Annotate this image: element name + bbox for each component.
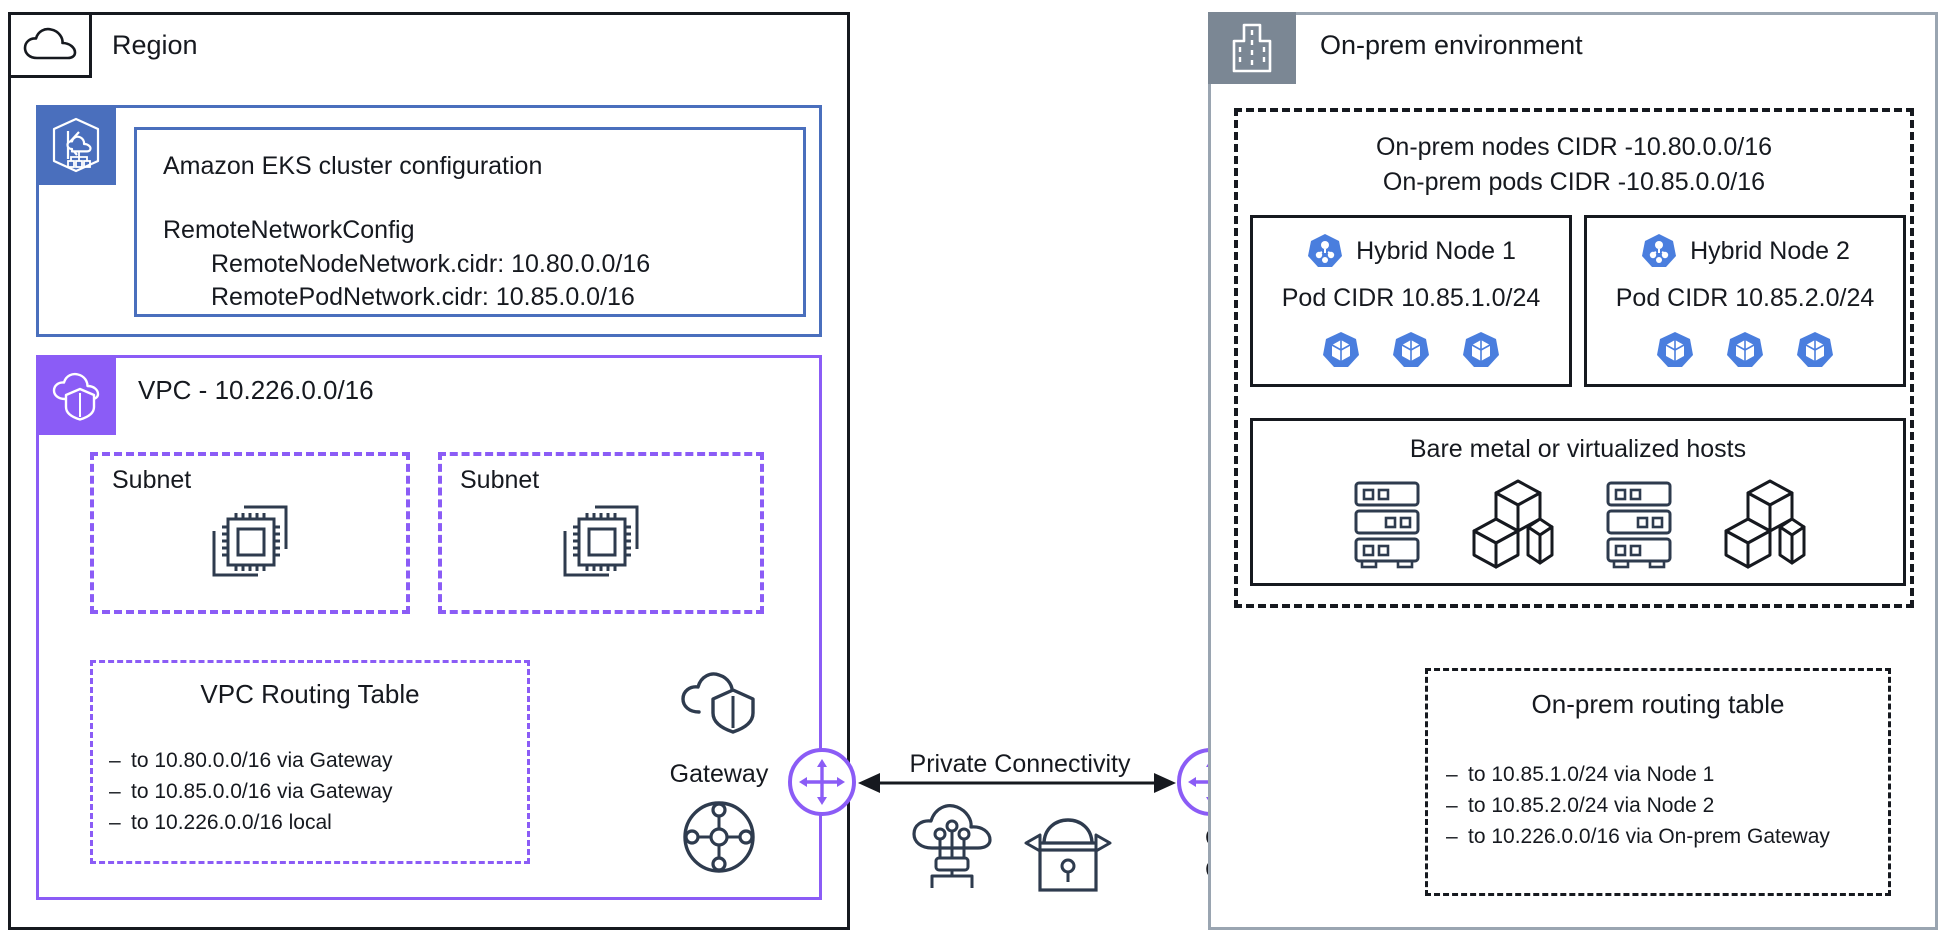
table-row: –to 10.80.0.0/16 via Gateway xyxy=(109,745,393,776)
pod-icon xyxy=(1727,332,1763,367)
subnet-1: Subnet xyxy=(90,452,410,614)
onprem-cidr-text: On-prem nodes CIDR -10.80.0.0/16 On-prem… xyxy=(1234,130,1914,200)
ec2-glyph xyxy=(212,505,288,577)
private-connectivity-label: Private Connectivity xyxy=(909,750,1131,778)
vpc-title: VPC - 10.226.0.0/16 xyxy=(138,375,374,405)
amazon-eks-icon xyxy=(36,105,116,185)
bullet-dash: – xyxy=(1446,794,1458,817)
vpc-cloud-shield-icon xyxy=(36,355,116,435)
bullet-dash: – xyxy=(109,749,121,772)
onprem-routing-table-title: On-prem routing table xyxy=(1531,689,1785,719)
building-glyph xyxy=(1232,23,1272,73)
subnet-2: Subnet xyxy=(438,452,764,614)
remote-node-network-value: RemoteNodeNetwork.cidr: 10.80.0.0/16 xyxy=(211,250,651,278)
cloud-glyph xyxy=(23,27,77,60)
bare-metal-hosts-container: Bare metal or virtualized hosts xyxy=(1250,418,1906,586)
hybrid-node-2-pods xyxy=(1587,330,1903,370)
route-text: to 10.226.0.0/16 via On-prem Gateway xyxy=(1468,825,1830,848)
vpc-glyph xyxy=(52,372,100,421)
eks-glyph xyxy=(52,117,100,173)
vpc-routing-table-rows: –to 10.80.0.0/16 via Gateway –to 10.85.0… xyxy=(109,745,393,838)
hybrid-node-1-pods xyxy=(1253,330,1569,370)
onprem-routing-table: On-prem routing table –to 10.85.1.0/24 v… xyxy=(1425,668,1891,896)
hybrid-node-2-pod-cidr: Pod CIDR 10.85.2.0/24 xyxy=(1615,284,1875,312)
server-rack-icon xyxy=(1354,481,1420,569)
hybrid-node-1: Hybrid Node 1 Pod CIDR 10.85.1.0/24 xyxy=(1250,215,1572,387)
table-row: –to 10.85.0.0/16 via Gateway xyxy=(109,776,393,807)
private-connectivity-arrow xyxy=(858,773,1176,793)
vpn-lock-icon xyxy=(1024,818,1112,892)
gateway-label: Gateway xyxy=(669,760,769,788)
pod-icon xyxy=(1463,332,1499,367)
cloud-region-icon xyxy=(8,12,92,78)
hybrid-node-2: Hybrid Node 2 Pod CIDR 10.85.2.0/24 xyxy=(1584,215,1906,387)
bullet-dash: – xyxy=(109,811,121,834)
vpc-routing-table: VPC Routing Table –to 10.80.0.0/16 via G… xyxy=(90,660,530,864)
cloud-shield-glyph xyxy=(681,672,755,734)
server-rack-icon xyxy=(1606,481,1672,569)
route-text: to 10.80.0.0/16 via Gateway xyxy=(131,749,393,772)
hybrid-node-2-header: Hybrid Node 2 xyxy=(1587,232,1903,270)
subnet-1-label: Subnet xyxy=(112,466,192,494)
onprem-title: On-prem environment xyxy=(1320,30,1583,60)
pod-icon xyxy=(1657,332,1693,367)
cubes-icon xyxy=(1724,479,1806,569)
pod-icon xyxy=(1393,332,1429,367)
ec2-glyph xyxy=(563,505,639,577)
route-text: to 10.85.0.0/16 via Gateway xyxy=(131,780,393,803)
kubernetes-node-icon xyxy=(1308,234,1343,267)
table-row: –to 10.226.0.0/16 local xyxy=(109,807,393,838)
bullet-dash: – xyxy=(109,780,121,803)
onprem-pods-cidr: On-prem pods CIDR -10.85.0.0/16 xyxy=(1382,168,1766,196)
remote-pod-network-value: RemotePodNetwork.cidr: 10.85.0.0/16 xyxy=(211,283,635,311)
table-row: –to 10.85.1.0/24 via Node 1 xyxy=(1446,759,1830,790)
ec2-instances-icon xyxy=(559,503,643,581)
four-way-arrows-icon xyxy=(799,759,845,805)
eks-config-title: Amazon EKS cluster configuration xyxy=(163,152,543,180)
hybrid-node-1-header: Hybrid Node 1 xyxy=(1253,232,1569,270)
hybrid-node-1-label: Hybrid Node 1 xyxy=(1356,236,1516,265)
connectivity-icons xyxy=(910,800,1140,892)
direct-connect-cloud-icon xyxy=(912,804,992,888)
hub-glyph xyxy=(683,801,755,873)
table-row: –to 10.226.0.0/16 via On-prem Gateway xyxy=(1446,821,1830,852)
aws-gateway-node[interactable] xyxy=(788,748,856,816)
bullet-dash: – xyxy=(1446,763,1458,786)
route-text: to 10.85.2.0/24 via Node 2 xyxy=(1468,794,1715,817)
onprem-routing-table-rows: –to 10.85.1.0/24 via Node 1 –to 10.85.2.… xyxy=(1446,759,1830,852)
remote-network-config-header: RemoteNetworkConfig xyxy=(163,216,415,244)
table-row: –to 10.85.2.0/24 via Node 2 xyxy=(1446,790,1830,821)
network-hub-icon xyxy=(682,800,756,874)
eks-config-panel: Amazon EKS cluster configuration RemoteN… xyxy=(134,127,806,317)
bare-metal-hosts-icons xyxy=(1253,477,1903,569)
bullet-dash: – xyxy=(1446,825,1458,848)
ec2-instances-icon xyxy=(208,503,292,581)
building-icon xyxy=(1208,12,1296,84)
kubernetes-node-icon xyxy=(1642,234,1677,267)
route-text: to 10.226.0.0/16 local xyxy=(131,811,332,834)
onprem-nodes-cidr: On-prem nodes CIDR -10.80.0.0/16 xyxy=(1375,133,1773,161)
route-text: to 10.85.1.0/24 via Node 1 xyxy=(1468,763,1715,786)
hybrid-node-1-pod-cidr: Pod CIDR 10.85.1.0/24 xyxy=(1281,284,1541,312)
pod-icon xyxy=(1797,332,1833,367)
cloud-shield-icon xyxy=(677,668,763,734)
bare-metal-hosts-title: Bare metal or virtualized hosts xyxy=(1409,435,1747,463)
cubes-icon xyxy=(1472,479,1554,569)
region-title: Region xyxy=(112,30,198,60)
pod-icon xyxy=(1323,332,1359,367)
subnet-2-label: Subnet xyxy=(460,466,540,494)
hybrid-node-2-label: Hybrid Node 2 xyxy=(1690,236,1850,265)
vpc-routing-table-title: VPC Routing Table xyxy=(200,679,420,709)
connectivity-icons-glyph xyxy=(912,804,1112,892)
